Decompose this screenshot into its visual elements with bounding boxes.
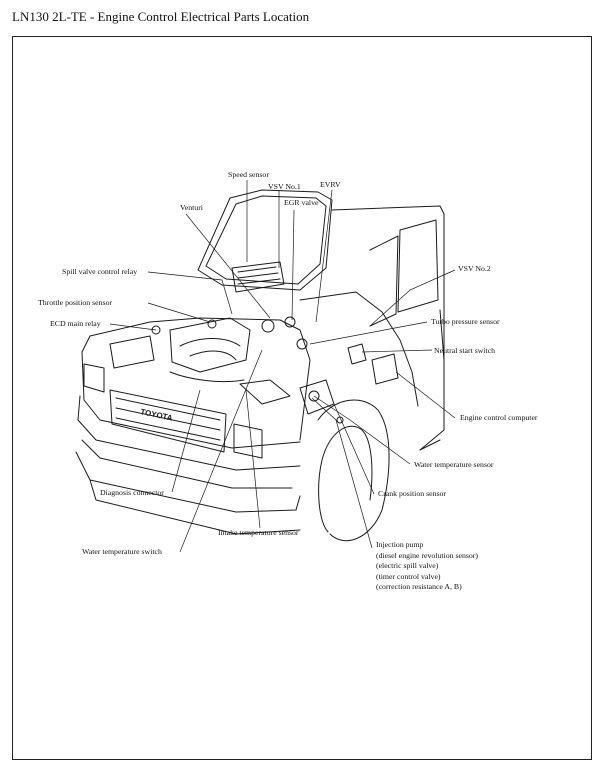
battery (109, 335, 155, 369)
cab-window (397, 219, 439, 313)
label-intake-temperature-sensor: Intake temperature sensor (218, 528, 299, 537)
diagram-frame (12, 36, 592, 760)
leader-lines (109, 180, 456, 553)
label-spill-valve-control-relay: Spill valve control relay (62, 267, 138, 276)
engine-block (169, 317, 251, 373)
grille (109, 389, 227, 453)
label-speed-sensor: Speed sensor (228, 170, 269, 179)
label-evrv: EVRV (320, 180, 341, 189)
right-headlight (233, 423, 263, 459)
injection-pump-line-2: (diesel engine revolution sensor) (376, 550, 478, 560)
injection-pump-line-1: Injection pump (376, 540, 424, 549)
label-diagnosis-connector: Diagnosis connector (100, 488, 164, 497)
label-egr-valve: EGR valve (284, 198, 319, 207)
label-injection-pump: Injection pump (diesel engine revolution… (376, 540, 516, 593)
injection-pump-line-4: (timer control valve) (376, 571, 441, 581)
label-venturi: Venturi (180, 203, 203, 212)
engine-control-computer (371, 353, 399, 385)
page-title: LN130 2L-TE - Engine Control Electrical … (12, 9, 310, 24)
label-engine-control-computer: Engine control computer (460, 413, 538, 422)
label-throttle-position-sensor: Throttle position sensor (38, 298, 113, 307)
intercooler (231, 261, 285, 293)
label-water-temperature-switch: Water temperature switch (82, 547, 162, 556)
label-neutral-start-switch: Neutral start switch (434, 346, 496, 355)
label-vsv-no2: VSV No.2 (458, 264, 491, 273)
label-ecd-main-relay: ECD main relay (50, 319, 101, 328)
label-crank-position-sensor: Crank position sensor (378, 489, 447, 498)
injection-pump-line-5: (correction resistance A, B) (376, 582, 462, 592)
hood (197, 189, 333, 291)
label-turbo-pressure-sensor: Turbo pressure sensor (431, 317, 500, 326)
label-water-temperature-sensor: Water temperature sensor (414, 460, 494, 469)
injection-pump-line-3: (electric spill valve) (376, 561, 439, 571)
left-headlight (83, 363, 105, 393)
label-vsv-no1: VSV No.1 (268, 182, 301, 191)
